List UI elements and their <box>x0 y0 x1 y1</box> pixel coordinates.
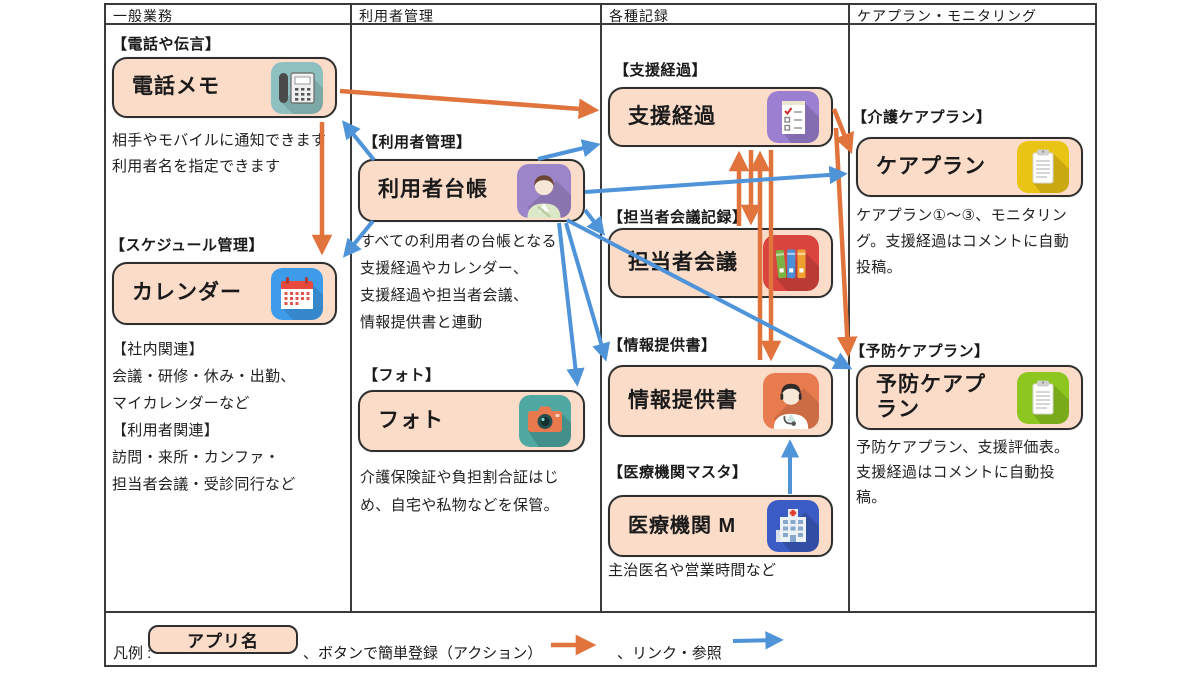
calendar-icon <box>271 267 323 320</box>
desc-photo: 介護保険証や負担割合証はじめ、自宅や私物などを保管。 <box>360 469 559 514</box>
legend-link-label: 、リンク・参照 <box>617 645 722 662</box>
desc-user-ledger: すべての利用者の台帳となる支援経過やカレンダー、 支援経過や担当者会議、情報提供… <box>360 233 557 331</box>
clipboard-green-icon <box>1017 371 1069 424</box>
category-medical-master: 【医療機関マスタ】 <box>608 464 748 481</box>
category-user-ledger: 【利用者管理】 <box>363 134 472 151</box>
app-box-care-plan: ケアプラン <box>856 137 1083 197</box>
column-header-records: 各種記録 <box>609 8 669 24</box>
category-care-plan: 【介護ケアプラン】 <box>852 109 992 126</box>
desc-care-plan: ケアプラン①〜③、モニタリング。支援経過はコメントに自動投稿。 <box>856 207 1070 276</box>
legend-label: 凡例 : <box>113 645 152 662</box>
person-icon <box>517 163 571 218</box>
legend-border <box>104 611 1097 667</box>
doctor-icon <box>763 373 819 429</box>
column-header-careplan: ケアプラン・モニタリング <box>857 8 1037 24</box>
app-box-photo: フォト <box>358 390 585 452</box>
app-box-user-ledger: 利用者台帳 <box>358 159 585 222</box>
app-box-phone-memo: 電話メモ <box>112 57 337 118</box>
app-box-staff-meeting: 担当者会議 <box>608 228 833 298</box>
app-title-info-report: 情報提供書 <box>628 388 738 412</box>
hospital-icon <box>767 500 819 552</box>
app-title-medical-master: 医療機関 M <box>628 514 737 537</box>
category-phone-memo: 【電話や伝言】 <box>112 36 221 53</box>
app-box-medical-master: 医療機関 M <box>608 495 833 557</box>
clipboard-yellow-icon <box>1017 141 1069 193</box>
binders-icon <box>763 235 819 291</box>
app-title-phone-memo: 電話メモ <box>132 75 220 99</box>
app-box-info-report: 情報提供書 <box>608 365 833 437</box>
category-staff-meeting: 【担当者会議記録】 <box>608 209 748 226</box>
desc-preventive-care-plan: 予防ケアプラン、支援評価表。支援経過はコメントに自動投稿。 <box>856 439 1070 506</box>
legend-app-box: アプリ名 <box>148 625 298 654</box>
checklist-icon <box>767 91 819 143</box>
category-calendar: 【スケジュール管理】 <box>110 237 264 254</box>
camera-icon <box>519 395 571 447</box>
category-support-progress: 【支援経過】 <box>614 62 708 79</box>
column-divider-1 <box>350 3 352 613</box>
column-header-general: 一般業務 <box>113 8 173 24</box>
column-header-user-mgmt: 利用者管理 <box>359 8 434 24</box>
app-title-user-ledger: 利用者台帳 <box>378 178 488 202</box>
app-title-preventive-care-plan: 予防ケアプラン <box>876 373 986 421</box>
desc-calendar: 【社内関連】会議・研修・休み・出勤、マイカレンダーなど 【利用者関連】訪問・来所… <box>112 341 296 493</box>
legend-action-label: 、ボタンで簡単登録（アクション） <box>303 645 543 662</box>
category-info-report: 【情報提供書】 <box>608 337 717 354</box>
desc-medical-master: 主治医名や営業時間など <box>608 562 777 579</box>
app-title-calendar: カレンダー <box>132 281 242 305</box>
app-box-calendar: カレンダー <box>112 262 337 325</box>
app-box-preventive-care-plan: 予防ケアプラン <box>856 365 1083 430</box>
app-title-care-plan: ケアプラン <box>876 154 986 178</box>
column-divider-2 <box>600 3 602 613</box>
category-preventive-care-plan: 【予防ケアプラン】 <box>850 343 990 360</box>
app-title-photo: フォト <box>378 408 444 432</box>
app-title-staff-meeting: 担当者会議 <box>628 250 738 274</box>
app-title-support-progress: 支援経過 <box>628 104 716 128</box>
column-divider-3 <box>848 3 850 613</box>
category-photo: 【フォト】 <box>363 367 441 384</box>
desc-phone-memo: 相手やモバイルに通知できます利用者名を指定できます <box>112 132 327 175</box>
desk-phone-icon <box>271 61 323 114</box>
app-box-support-progress: 支援経過 <box>608 87 833 147</box>
